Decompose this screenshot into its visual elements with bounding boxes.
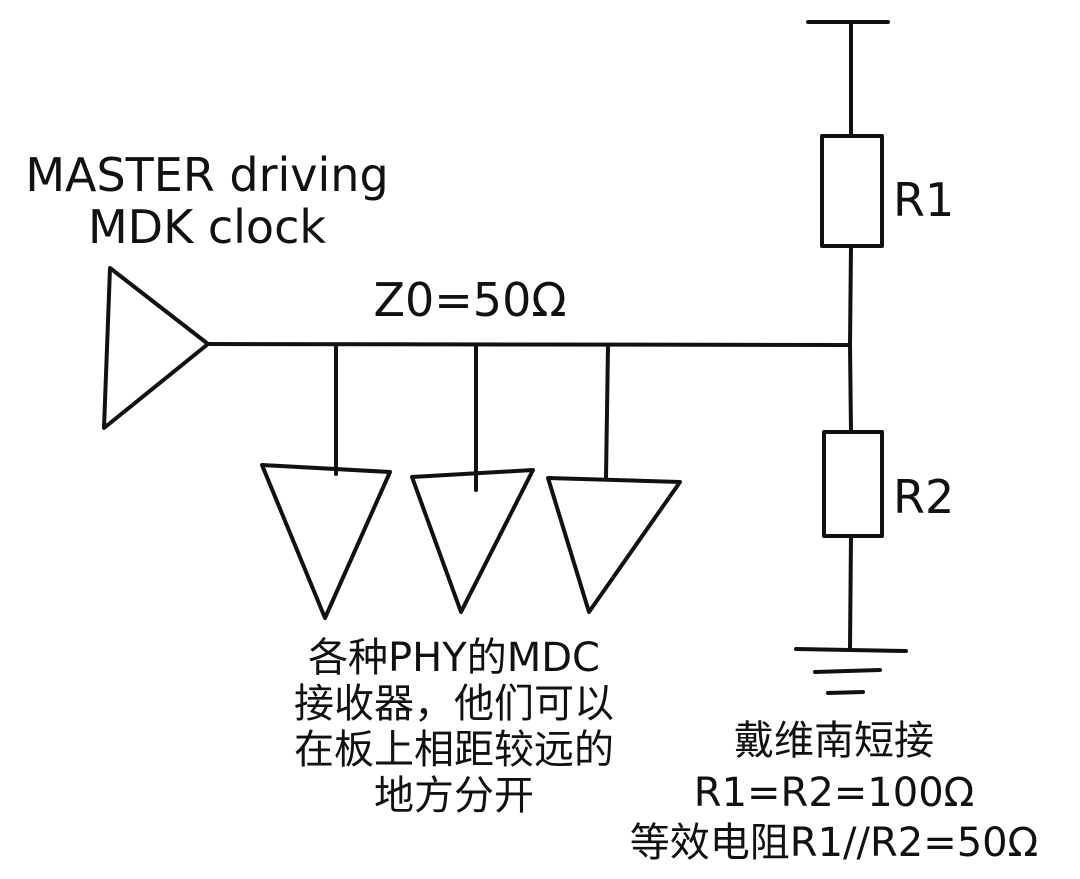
receiver-note-line-3: 在板上相距较远的 bbox=[294, 727, 614, 773]
termination-wire-mid-upper bbox=[848, 244, 853, 347]
master-label-line1: MASTER driving bbox=[25, 148, 388, 202]
receiver-buffer-2 bbox=[410, 468, 535, 614]
receiver-buffer-1 bbox=[260, 463, 392, 620]
receiver-buffer-3 bbox=[546, 476, 682, 614]
ground-line-2 bbox=[813, 668, 882, 674]
termination-note-line-2: R1=R2=100Ω bbox=[694, 770, 974, 816]
termination-wire-mid-lower bbox=[848, 343, 853, 434]
ground-line-3 bbox=[826, 690, 865, 695]
resistor-r2 bbox=[822, 430, 884, 538]
receiver-drop-3 bbox=[604, 343, 610, 480]
termination-note-line-1: 戴维南短接 bbox=[734, 718, 934, 764]
ground-line-1 bbox=[794, 647, 908, 653]
driver-buffer bbox=[102, 266, 210, 430]
resistor-r1 bbox=[820, 134, 884, 248]
termination-note-line-3: 等效电阻R1//R2=50Ω bbox=[630, 820, 1038, 866]
receiver-note-line-1: 各种PHY的MDC bbox=[308, 635, 600, 681]
master-label-line2: MDK clock bbox=[88, 200, 326, 254]
impedance-label: Z0=50Ω bbox=[373, 273, 566, 327]
receiver-note-line-2: 接收器，他们可以 bbox=[294, 681, 614, 727]
receiver-note-line-4: 地方分开 bbox=[374, 773, 534, 819]
termination-wire-bottom bbox=[848, 534, 853, 650]
r1-label: R1 bbox=[893, 173, 954, 227]
r2-label: R2 bbox=[893, 470, 954, 524]
transmission-line bbox=[206, 342, 852, 347]
